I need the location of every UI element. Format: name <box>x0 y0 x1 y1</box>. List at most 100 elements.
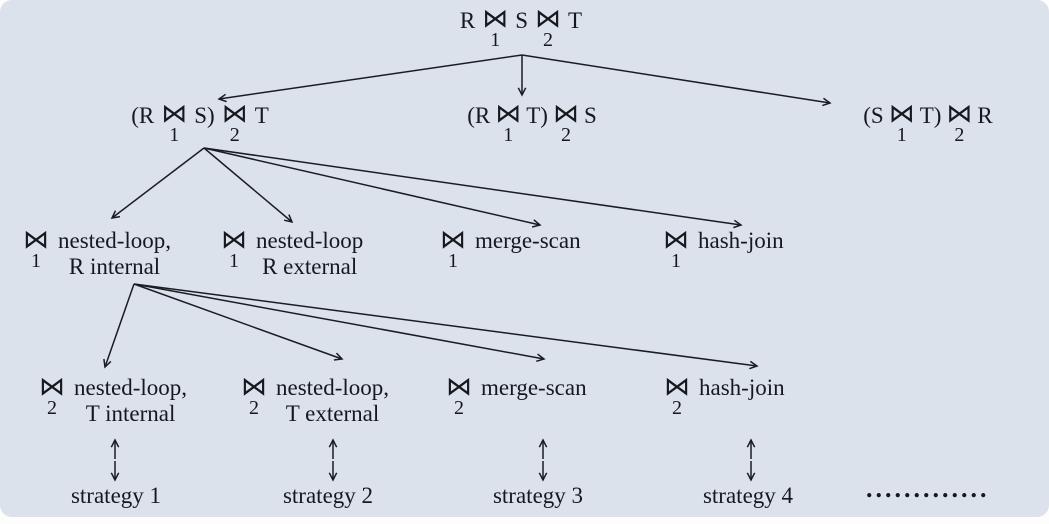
join-operator: ⋈ 2 <box>446 372 472 419</box>
edge-j1-nested-external <box>203 147 294 224</box>
bowtie-join-icon: ⋈ <box>440 225 466 255</box>
strategy-4-label: strategy 4 <box>702 483 794 508</box>
node-order-st-r: (S ⋈ 1 T) ⋈ 2 R <box>861 99 995 146</box>
method-line-1: merge-scan <box>475 228 581 253</box>
node-j1-nested-loop-r-external: ⋈ 1 nested-loop R external <box>218 225 363 280</box>
expr-part: T <box>254 103 269 128</box>
bowtie-join-icon: ⋈ <box>241 372 267 402</box>
join-subscript: 1 <box>31 250 41 272</box>
method-label: nested-loop R external <box>256 228 363 280</box>
method-line-1: hash-join <box>699 375 785 400</box>
bowtie-join-icon: ⋈ <box>946 99 973 129</box>
relation-r: R <box>459 8 476 33</box>
edge-j1-merge-scan <box>203 147 542 228</box>
node-j2-merge-scan: ⋈ 2 merge-scan <box>443 372 587 419</box>
join-subscript: 1 <box>490 29 501 51</box>
expr-part: (R <box>467 103 491 128</box>
node-j1-nested-loop-r-internal: ⋈ 1 nested-loop, R internal <box>20 227 171 280</box>
bowtie-join-icon: ⋈ <box>161 99 188 129</box>
node-order-rt-s: (R ⋈ 1 T) ⋈ 2 S <box>465 99 599 146</box>
join-subscript: 2 <box>560 124 571 146</box>
edge-j1-hash-join <box>203 147 743 229</box>
bowtie-join-icon: ⋈ <box>446 372 472 402</box>
node-j1-hash-join: ⋈ 1 hash-join <box>660 225 784 272</box>
method-line-1: nested-loop, <box>276 375 390 400</box>
method-line-1: nested-loop, <box>58 228 172 253</box>
bowtie-join-icon: ⋈ <box>221 99 248 129</box>
edge-root-right <box>521 54 832 107</box>
edge-group <box>103 54 832 482</box>
bowtie-join-icon: ⋈ <box>888 99 915 129</box>
method-line-2: T internal <box>85 401 176 426</box>
node-j2-nested-loop-t-internal: ⋈ 2 nested-loop, T internal <box>36 372 187 427</box>
method-label: merge-scan <box>481 375 587 401</box>
expr-part: S <box>583 103 597 128</box>
relation-t: T <box>568 8 583 33</box>
method-label: nested-loop, R internal <box>58 228 171 280</box>
join-subscript: 1 <box>671 250 681 272</box>
join-operator: ⋈ 2 <box>664 372 690 419</box>
node-j2-nested-loop-t-external: ⋈ 2 nested-loop, T external <box>238 372 389 427</box>
method-line-2: R internal <box>68 254 161 279</box>
method-line-2: T external <box>285 401 380 426</box>
method-label: merge-scan <box>475 228 581 254</box>
join-operator: ⋈ 1 <box>23 227 49 272</box>
join-operator: ⋈ 2 <box>241 372 267 419</box>
bowtie-join-icon: ⋈ <box>39 372 65 402</box>
join-subscript: 1 <box>169 124 180 146</box>
method-line-2: R external <box>262 254 358 279</box>
expr-part: R <box>977 103 993 128</box>
join-subscript: 1 <box>229 250 239 272</box>
edge-j2-hash-join <box>133 283 759 370</box>
edge-root-left <box>217 54 523 103</box>
bowtie-join-icon: ⋈ <box>663 225 689 255</box>
join-subscript: 2 <box>454 397 464 419</box>
bowtie-join-icon: ⋈ <box>535 4 562 34</box>
bowtie-join-icon: ⋈ <box>664 372 690 402</box>
join-operator-1: ⋈ 1 <box>482 4 509 51</box>
expr-part: (S <box>863 103 884 128</box>
edge-j2-merge-scan <box>133 283 546 363</box>
expr-part: T) <box>919 103 942 128</box>
expr-part: T) <box>526 103 548 128</box>
join-operator-2: ⋈ 2 <box>221 99 248 146</box>
bowtie-join-icon: ⋈ <box>552 99 579 129</box>
method-label: nested-loop, T external <box>276 375 389 427</box>
node-j2-hash-join: ⋈ 2 hash-join <box>661 372 785 419</box>
edge-j2-nested-external <box>133 283 344 361</box>
expr-part: S) <box>194 103 215 128</box>
join-operator: ⋈ 2 <box>39 372 65 419</box>
join-subscript: 2 <box>954 124 965 146</box>
method-line-1: nested-loop, <box>74 375 188 400</box>
join-operator-1: ⋈ 1 <box>888 99 915 146</box>
join-operator: ⋈ 1 <box>663 225 689 272</box>
relation-s: S <box>515 8 529 33</box>
node-order-rs-t: (R ⋈ 1 S) ⋈ 2 T <box>127 99 273 146</box>
method-label: nested-loop, T internal <box>74 375 187 427</box>
join-operator: ⋈ 1 <box>221 225 247 272</box>
method-line-1: nested-loop <box>256 228 364 253</box>
join-subscript: 1 <box>448 250 458 272</box>
bowtie-join-icon: ⋈ <box>482 4 509 34</box>
method-label: hash-join <box>699 375 785 401</box>
strategy-3-label: strategy 3 <box>492 483 584 508</box>
edge-j2-nested-internal <box>103 283 135 369</box>
node-j1-merge-scan: ⋈ 1 merge-scan <box>437 225 581 272</box>
method-line-1: merge-scan <box>481 375 587 400</box>
join-operator-1: ⋈ 1 <box>495 101 521 146</box>
join-operator: ⋈ 1 <box>440 225 466 272</box>
node-root-expression: R ⋈ 1 S ⋈ 2 T <box>456 4 586 51</box>
join-subscript: 1 <box>896 124 907 146</box>
join-subscript: 2 <box>229 124 240 146</box>
bowtie-join-icon: ⋈ <box>221 225 247 255</box>
join-subscript: 2 <box>47 397 57 419</box>
join-operator-2: ⋈ 2 <box>552 99 579 146</box>
join-subscript: 2 <box>543 29 554 51</box>
join-subscript: 2 <box>249 397 259 419</box>
join-subscript: 1 <box>503 124 514 146</box>
expr-part: (R <box>131 103 155 128</box>
join-subscript: 2 <box>672 397 682 419</box>
